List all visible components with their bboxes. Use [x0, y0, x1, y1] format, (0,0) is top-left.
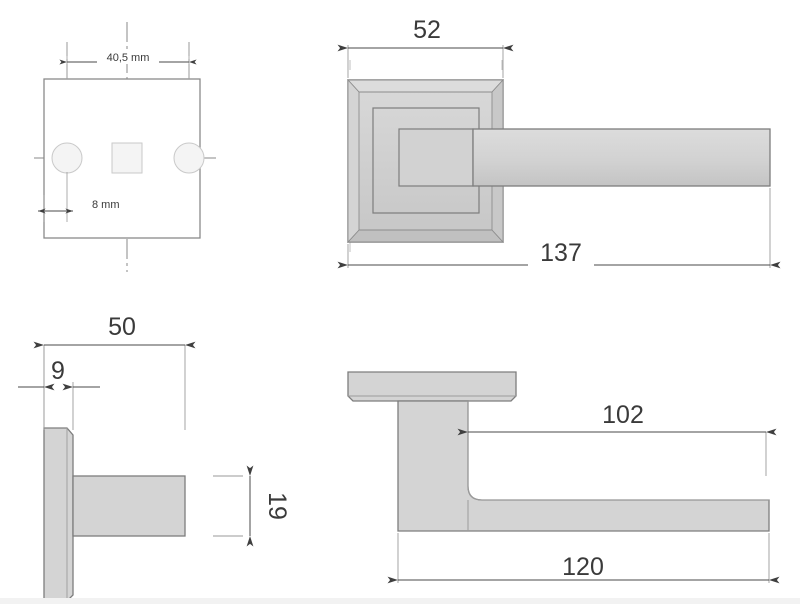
- dimension-137: 137: [337, 188, 781, 269]
- rose-edge-slab: [347, 371, 517, 402]
- dimension-40-5mm: 40,5 mm: [59, 50, 197, 79]
- lever-projection-bar: [72, 475, 186, 537]
- lever-neck-block: [398, 128, 474, 187]
- dimension-label-52: 52: [413, 16, 441, 44]
- label-backing: [549, 548, 619, 578]
- dimension-label-9: 9: [51, 357, 65, 385]
- spindle-square-hole: [111, 142, 143, 174]
- label-backing: [98, 309, 146, 339]
- dimension-label-8mm: 8 mm: [92, 199, 120, 211]
- rose-section-plate: [43, 427, 74, 602]
- label-backing: [403, 12, 451, 42]
- dimension-9: 9: [18, 347, 100, 430]
- dimension-102: 102: [457, 396, 777, 476]
- view-top-right-front-elevation: 52 137: [337, 12, 781, 269]
- rose-bevel-top: [346, 79, 505, 93]
- view-bottom-left-side-section: 50 9 19: [18, 309, 291, 602]
- label-backing: [97, 50, 159, 64]
- fixing-hole-right: [173, 142, 205, 174]
- dimension-120: 120: [387, 533, 780, 584]
- dimension-label-19: 19: [263, 492, 291, 520]
- dimension-label-137: 137: [540, 239, 582, 267]
- dimension-8mm: 8 mm: [37, 172, 120, 222]
- label-backing: [47, 355, 71, 383]
- lever-bar: [472, 128, 771, 187]
- dimension-label-120: 120: [562, 553, 604, 581]
- fixing-hole-left: [51, 142, 83, 174]
- view-top-left-backplate: 40,5 mm 8 mm: [34, 22, 216, 272]
- label-backing: [590, 396, 656, 426]
- dimension-19: 19: [213, 465, 291, 547]
- lever-inner-edge-line: [467, 401, 769, 501]
- label-backing: [528, 238, 594, 266]
- dimension-label-40-5mm: 40,5 mm: [107, 52, 150, 64]
- dimension-label-102: 102: [602, 401, 644, 429]
- rose-bevel-left: [347, 78, 360, 244]
- sheet-bottom-strip: [0, 598, 800, 604]
- dimension-label-50: 50: [108, 313, 136, 341]
- view-bottom-right-side-elevation: 102 120: [347, 371, 780, 584]
- dimension-50: 50: [33, 309, 196, 430]
- rose-bevel-bottom: [346, 229, 505, 243]
- lever-body-profile: [397, 400, 770, 532]
- dimension-52: 52: [337, 12, 514, 78]
